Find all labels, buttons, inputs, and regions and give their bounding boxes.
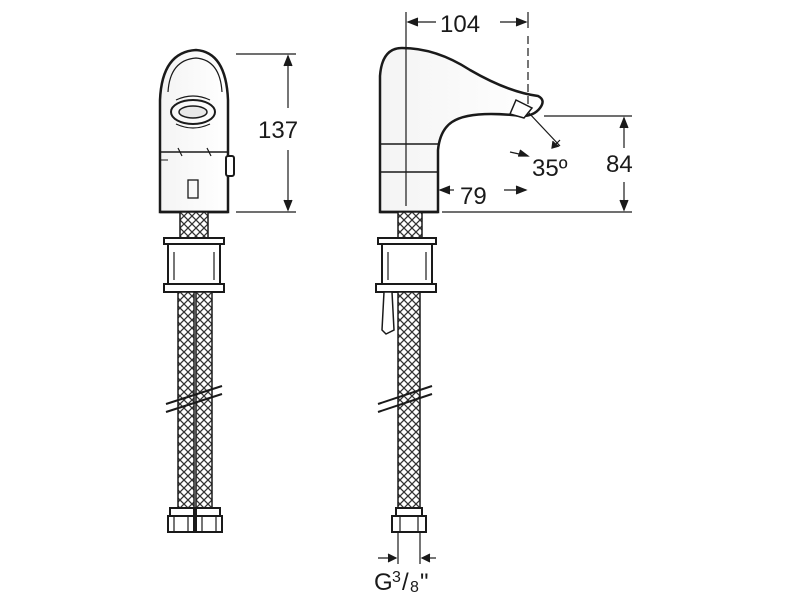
side-shank [397, 211, 423, 241]
dimension-outlet-reach [438, 185, 528, 195]
side-nut [391, 515, 427, 533]
label-thread-numerator: 3 [392, 569, 401, 586]
dimension-height-total [236, 53, 296, 213]
sensor-window-inner [178, 105, 208, 119]
front-view [158, 48, 235, 533]
dimension-thread [378, 532, 436, 564]
front-nut-left [167, 515, 195, 533]
label-spout-height: 84 [606, 151, 633, 178]
label-thread-slash: / [402, 569, 409, 596]
label-outlet-reach: 79 [460, 183, 487, 210]
dimension-spout-angle [509, 111, 561, 157]
front-body [158, 48, 230, 214]
dimension-spout-reach [405, 12, 529, 206]
label-height-total: 137 [258, 117, 298, 144]
front-hose-left [177, 291, 195, 513]
label-spout-reach: 104 [440, 11, 480, 38]
front-nut-right [195, 515, 223, 533]
side-view [375, 46, 544, 533]
label-thread-unit: " [420, 569, 429, 596]
side-body-spout [378, 46, 544, 214]
front-shank [179, 211, 209, 241]
dimension-spout-height [442, 115, 632, 213]
spout-outlet [508, 98, 534, 119]
label-thread-prefix: G [374, 569, 393, 596]
temperature-knob [225, 155, 235, 177]
sensor-window [170, 99, 216, 125]
front-top-panel [167, 57, 223, 93]
label-thread-denominator: 8 [410, 579, 419, 596]
label-spout-angle: 35º [532, 155, 568, 182]
